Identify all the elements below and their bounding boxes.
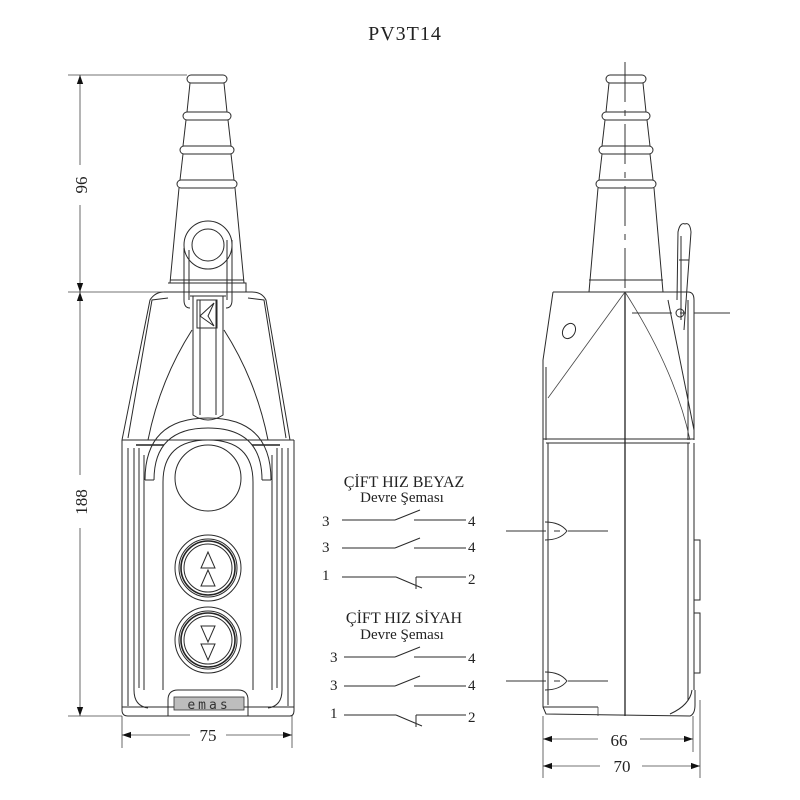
schematic-black: ÇİFT HIZ SİYAH Devre Şeması 3 4 3 4 1 2 <box>330 609 476 727</box>
dimension-96: 96 <box>68 74 187 293</box>
double-up-arrow-icon <box>200 550 216 587</box>
double-down-arrow-icon <box>200 625 216 662</box>
logo-text: emas <box>187 698 230 713</box>
schematic-subtitle: Devre Şeması <box>360 627 444 643</box>
hanging-ring <box>183 220 233 421</box>
side-grommet-bottom <box>506 671 610 691</box>
terminal-label: 4 <box>468 651 476 667</box>
schematic-title: ÇİFT HIZ SİYAH <box>346 609 463 627</box>
front-view: emas 96 188 75 <box>68 74 295 748</box>
housing-lower <box>121 417 295 717</box>
contact-no-2: 3 4 <box>330 675 476 694</box>
down-button[interactable] <box>174 606 242 674</box>
terminal-label: 4 <box>468 540 476 556</box>
side-view: 66 70 <box>506 62 730 778</box>
side-grommet-top <box>506 521 610 541</box>
contact-no-1: 3 4 <box>330 646 476 667</box>
contact-no-1: 3 4 <box>322 509 476 530</box>
dimension-70: 70 <box>543 700 701 778</box>
schematic-title: ÇİFT HIZ BEYAZ <box>344 473 465 491</box>
schematic-subtitle: Devre Şeması <box>360 490 444 506</box>
drawing-title: PV3T14 <box>368 23 442 45</box>
terminal-label: 1 <box>330 706 338 722</box>
terminal-label: 2 <box>468 710 476 726</box>
side-hanging-clip <box>675 223 695 440</box>
terminal-label: 3 <box>322 540 330 556</box>
terminal-label: 4 <box>468 514 476 530</box>
schematic-white: ÇİFT HIZ BEYAZ Devre Şeması 3 4 3 4 1 2 <box>322 473 476 589</box>
dimension-label-66: 66 <box>611 731 628 750</box>
brand-logo: emas <box>167 689 249 716</box>
terminal-label: 2 <box>468 572 476 588</box>
terminal-label: 4 <box>468 678 476 694</box>
empty-button-socket <box>174 444 242 512</box>
contact-no-2: 3 4 <box>322 537 476 556</box>
dimension-66: 66 <box>542 716 694 778</box>
contact-nc: 1 2 <box>322 568 476 589</box>
terminal-label: 3 <box>330 678 338 694</box>
housing-upper <box>121 291 294 446</box>
terminal-label: 1 <box>322 568 330 584</box>
dimension-75: 75 <box>121 716 293 748</box>
dimension-188: 188 <box>68 292 122 717</box>
brand-emblem-icon <box>196 299 218 329</box>
terminal-label: 3 <box>330 650 338 666</box>
dimension-label-96: 96 <box>72 177 91 194</box>
contact-nc: 1 2 <box>330 706 476 727</box>
up-button[interactable] <box>174 534 242 602</box>
side-housing-lower <box>542 440 701 717</box>
dimension-label-75: 75 <box>200 726 217 745</box>
dimension-label-188: 188 <box>72 489 91 515</box>
dimension-label-70: 70 <box>614 757 631 776</box>
cable-gland <box>168 74 247 292</box>
side-cable-gland <box>588 74 664 293</box>
terminal-label: 3 <box>322 514 330 530</box>
side-housing-upper <box>542 291 695 444</box>
